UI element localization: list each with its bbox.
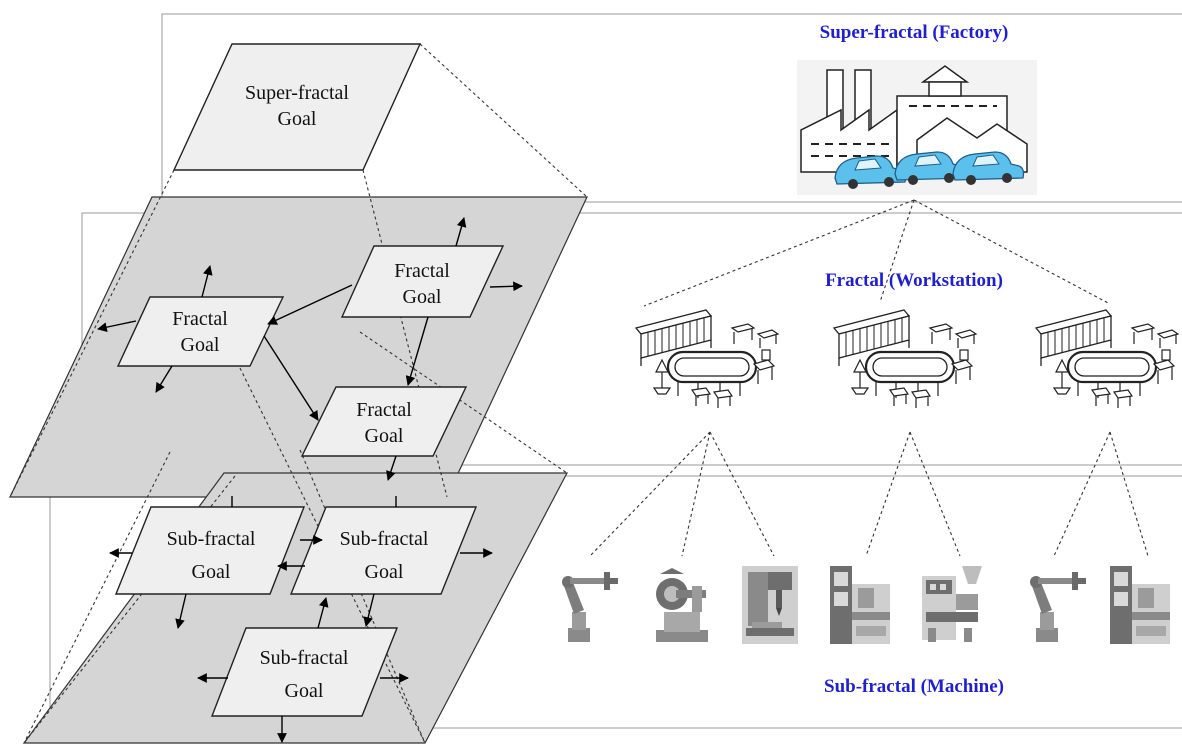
projection-lines xyxy=(9,43,1149,744)
sub-fractal-goal-2-line-2: Goal xyxy=(365,561,404,583)
workstation-conveyor-icon xyxy=(634,308,780,410)
fractal-goal-1: Fractal Goal xyxy=(116,296,285,367)
super-fractal-goal: Super-fractal Goal xyxy=(172,43,422,171)
fractal-goal-3: Fractal Goal xyxy=(300,386,468,457)
sub-fractal-goal-1-line-2: Goal xyxy=(192,561,231,583)
robot-arm-icon xyxy=(1030,572,1086,642)
fractal-goal-1-line-1: Fractal xyxy=(172,308,228,330)
workstation-conveyor-icon xyxy=(832,308,978,410)
fractal-goal-2: Fractal Goal xyxy=(340,245,505,318)
super-fractal-goal-line-1: Super-fractal xyxy=(245,82,349,104)
grinder-machine-icon xyxy=(656,568,708,642)
factory-with-cars-icon xyxy=(797,60,1037,195)
cnc-machine-icon xyxy=(830,566,890,644)
fractal-band xyxy=(81,212,1182,466)
cnc-machine-icon xyxy=(1110,566,1170,644)
sub-fractal-title: Sub-fractal (Machine) xyxy=(824,676,1004,697)
fractal-goal-1-line-2: Goal xyxy=(181,334,220,356)
injection-molding-icon xyxy=(922,566,982,642)
fractal-title: Fractal (Workstation) xyxy=(825,270,1003,291)
super-fractal-goal-line-2: Goal xyxy=(278,108,317,130)
super-fractal-title: Super-fractal (Factory) xyxy=(820,22,1009,43)
robot-arm-icon xyxy=(562,572,618,642)
fractal-goal-3-line-1: Fractal xyxy=(356,399,412,421)
fractal-goal-2-line-1: Fractal xyxy=(394,260,450,282)
sub-fractal-goal-3-line-2: Goal xyxy=(285,680,324,702)
sub-fractal-goal-1-line-1: Sub-fractal xyxy=(167,528,256,550)
workstation-conveyor-icon xyxy=(1034,308,1180,410)
sub-fractal-goal-2: Sub-fractal Goal xyxy=(289,506,478,595)
sub-fractal-band xyxy=(49,475,1182,729)
sub-fractal-goal-3: Sub-fractal Goal xyxy=(210,627,399,717)
fractal-goal-3-line-2: Goal xyxy=(365,425,404,447)
sub-fractal-goal-2-line-1: Sub-fractal xyxy=(340,528,429,550)
fractal-goal-2-line-2: Goal xyxy=(403,286,442,308)
goal-arrows xyxy=(97,217,523,743)
sub-fractal-goal-3-line-1: Sub-fractal xyxy=(260,647,349,669)
super-fractal-band xyxy=(161,13,1182,203)
drill-press-icon xyxy=(742,566,798,644)
fractal-plane xyxy=(9,196,588,498)
sub-fractal-goal-1: Sub-fractal Goal xyxy=(114,506,306,595)
